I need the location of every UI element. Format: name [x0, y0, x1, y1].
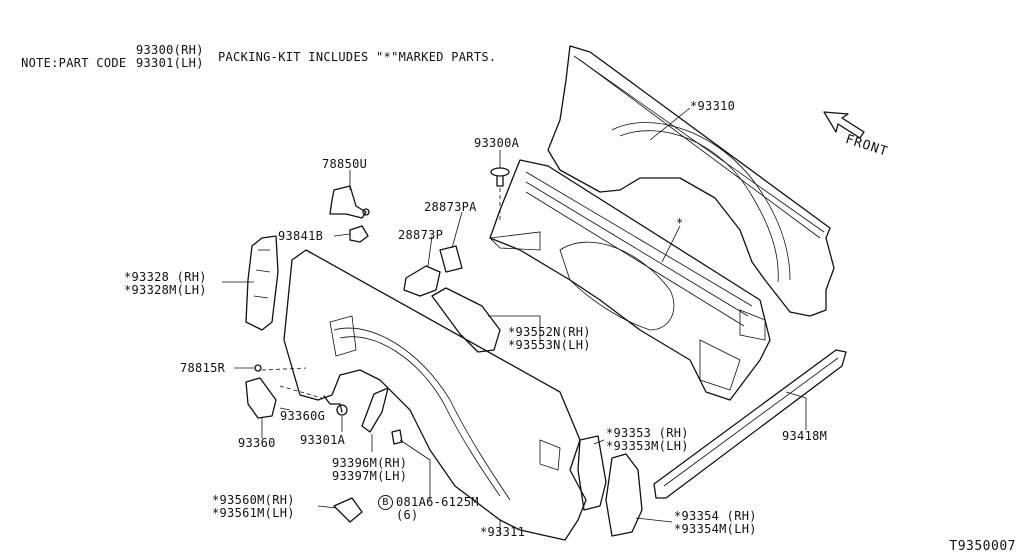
front-arrow-icon	[823, 111, 865, 139]
packing-kit-note: NOTE:PART CODE 93300(RH) 93301(LH) PACKI…	[6, 44, 496, 96]
reinforcement-93396m	[361, 387, 389, 433]
note-prefix: NOTE:PART CODE	[21, 56, 127, 70]
part-label-93418m: 93418M	[782, 429, 828, 443]
nut-93841b	[349, 225, 369, 243]
lamp-bracket-93360	[245, 364, 348, 419]
part-label-28873p: 28873P	[398, 228, 444, 242]
bracket-78850u	[329, 185, 370, 219]
part-label-93360g: 93360G	[280, 409, 326, 423]
front-pillar-93328	[245, 235, 279, 331]
part-label-93311: *93311	[480, 525, 526, 539]
part-label-93310: *93310	[690, 99, 736, 113]
part-label-78850u: 78850U	[322, 157, 368, 171]
diagram-code: T9350007	[949, 539, 1016, 554]
part-label-78815r: 78815R	[180, 361, 226, 375]
part-label-93360: 93360	[238, 436, 276, 450]
part-label-93396m: 93396M(RH) 93397M(LH)	[332, 456, 408, 483]
part-label-93560m: *93560M(RH) *93561M(LH)	[212, 493, 295, 520]
bracket-28873p	[403, 245, 463, 297]
part-label-93301a: 93301A	[300, 433, 346, 447]
bolt-081a6	[391, 429, 431, 500]
note-code-rh: 93300(RH)	[136, 43, 204, 57]
leader-lines	[222, 107, 807, 534]
part-label-28873pa: 28873PA	[424, 200, 477, 214]
rear-pillar-93354	[605, 453, 643, 537]
rear-pillar-93353	[577, 435, 607, 511]
part-label-93353: *93353 (RH) *93353M(LH)	[606, 426, 689, 453]
part-label-93552n: *93552N(RH) *93553N(LH)	[508, 325, 591, 352]
bolt-symbol-icon: B	[378, 495, 393, 510]
part-label-bolt-081a6: 081A6-6125M (6)	[396, 495, 479, 522]
part-label-kit-marker: *	[676, 216, 684, 230]
inner-side-panel-93310	[547, 45, 835, 317]
note-code-lh: 93301(LH)	[136, 56, 204, 70]
outer-side-panel-93311	[283, 249, 587, 541]
rail-93418m	[653, 349, 847, 499]
bed-inner-assembly	[489, 159, 771, 401]
gusset-93552n	[431, 287, 501, 353]
note-suffix: PACKING-KIT INCLUDES "*"MARKED PARTS.	[218, 50, 497, 64]
part-label-93328: *93328 (RH) *93328M(LH)	[124, 270, 207, 297]
part-label-93300a: 93300A	[474, 136, 520, 150]
plate-93560m	[333, 497, 363, 523]
part-label-93354: *93354 (RH) *93354M(LH)	[674, 509, 757, 536]
part-label-93841b: 93841B	[278, 229, 324, 243]
note-codes: 93300(RH) 93301(LH)	[136, 44, 204, 70]
